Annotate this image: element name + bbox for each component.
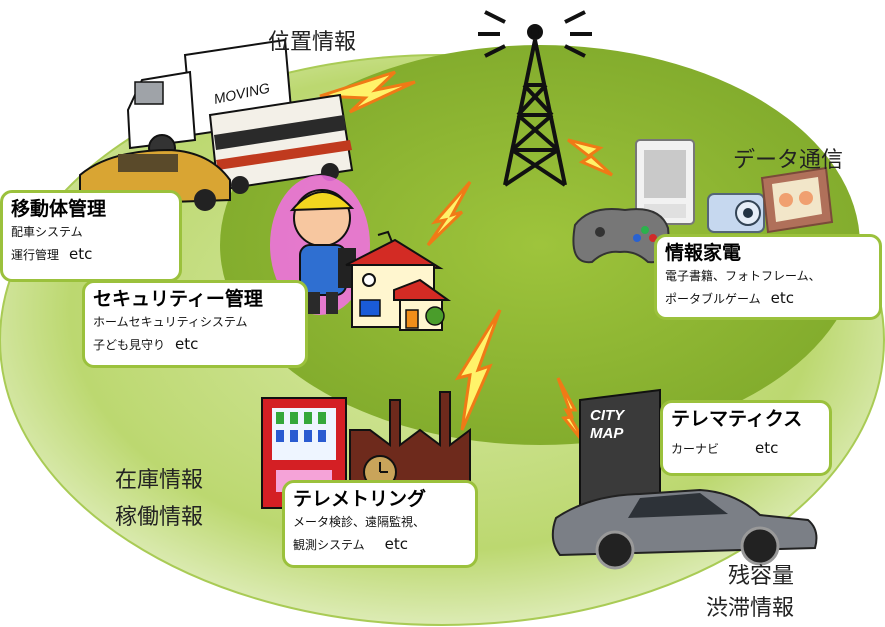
box-mobile-line2: 運行管理 bbox=[11, 248, 60, 262]
ebook-reader-icon bbox=[635, 139, 695, 225]
box-mobile-management: 移動体管理 配車システム 運行管理 etc bbox=[0, 190, 182, 282]
map-label-city: CITY bbox=[590, 407, 626, 424]
lightning-bolt-appliance bbox=[567, 138, 614, 177]
map-label-map: MAP bbox=[590, 425, 624, 442]
lightning-bolt-top bbox=[319, 70, 416, 114]
box-appliance-title: 情報家電 bbox=[665, 242, 742, 264]
box-telematics-etc: etc bbox=[755, 439, 779, 457]
label-operation-info: 稼働情報 bbox=[115, 505, 204, 530]
digital-camera-icon bbox=[707, 193, 765, 233]
sedan-car-icon bbox=[551, 488, 818, 570]
box-telematics-title: テレマティクス bbox=[671, 408, 803, 430]
box-security-line2: 子ども見守り bbox=[93, 338, 166, 352]
radio-tower-icon bbox=[478, 10, 592, 187]
box-telemetering-line2: 観測システム bbox=[293, 538, 365, 552]
box-info-appliances: 情報家電 電子書籍、フォトフレーム、 ポータブルゲーム etc bbox=[654, 234, 882, 320]
box-telematics-line1: カーナビ bbox=[671, 442, 720, 456]
box-telemetering-line1: メータ検診、遠隔監視、 bbox=[293, 515, 426, 529]
box-security-title: セキュリティー管理 bbox=[93, 288, 263, 310]
label-congestion-info: 渋滞情報 bbox=[706, 596, 795, 621]
label-stock-info: 在庫情報 bbox=[115, 468, 204, 493]
box-security-etc: etc bbox=[175, 335, 199, 353]
lightning-bolt-telemeter bbox=[454, 309, 502, 431]
box-security-management: セキュリティー管理 ホームセキュリティシステム 子ども見守り etc bbox=[82, 280, 308, 368]
photo-frame-icon bbox=[760, 166, 834, 234]
box-appliance-line1: 電子書籍、フォトフレーム、 bbox=[665, 269, 821, 283]
box-telematics: テレマティクス カーナビ etc bbox=[660, 400, 832, 476]
lightning-bolt-security bbox=[426, 181, 472, 247]
label-data-communication: データ通信 bbox=[733, 148, 844, 173]
label-position-info: 位置情報 bbox=[268, 30, 357, 55]
box-mobile-title: 移動体管理 bbox=[11, 198, 107, 220]
box-mobile-etc: etc bbox=[69, 245, 93, 263]
house-icon bbox=[345, 230, 452, 331]
box-appliance-line2: ポータブルゲーム bbox=[665, 292, 761, 306]
inner-ellipse bbox=[220, 45, 860, 445]
label-remaining-capacity: 残容量 bbox=[728, 564, 795, 589]
box-telemetering-etc: etc bbox=[384, 535, 408, 553]
box-telemetering-title: テレメトリング bbox=[293, 488, 427, 510]
bus-icon bbox=[208, 93, 354, 194]
box-security-line1: ホームセキュリティシステム bbox=[93, 315, 248, 329]
game-controller-icon bbox=[572, 208, 670, 264]
box-telemetering: テレメトリング メータ検診、遠隔監視、 観測システム etc bbox=[282, 480, 478, 568]
box-mobile-line1: 配車システム bbox=[11, 225, 83, 239]
box-appliance-etc: etc bbox=[770, 289, 795, 307]
